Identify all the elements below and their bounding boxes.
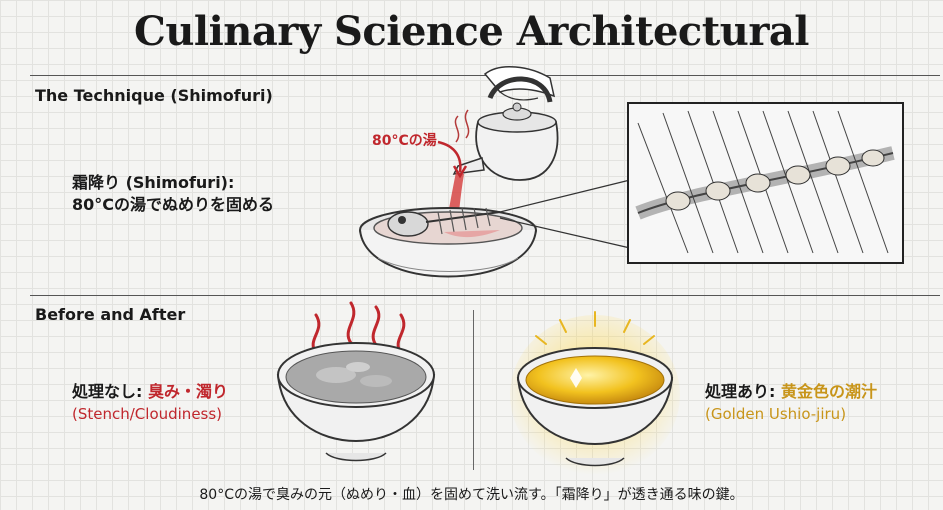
cloudy-bowl-illustration [276, 301, 436, 462]
after-sub: (Golden Ushio-jiru) [705, 405, 847, 423]
page-title: Culinary Science Architectural [133, 8, 810, 55]
after-highlight: 黄金色の潮汁 [780, 382, 877, 401]
before-caption: 処理なし: 臭み・濁り (Stench/Cloudiness) [72, 381, 228, 425]
middle-divider [30, 295, 940, 296]
top-divider [30, 75, 940, 76]
kettle-pour-illustration [359, 66, 631, 278]
vertical-divider [473, 310, 474, 470]
after-prefix: 処理あり: [705, 382, 776, 401]
technique-heading: The Technique (Shimofuri) [35, 86, 273, 105]
after-caption: 処理あり: 黄金色の潮汁 (Golden Ushio-jiru) [705, 381, 877, 425]
water-temp-label: 80°Cの湯 [372, 133, 437, 149]
comparison-heading: Before and After [35, 305, 186, 324]
technique-caption-line1: 霜降り (Shimofuri): [72, 173, 235, 192]
golden-bowl-illustration [510, 311, 680, 475]
before-prefix: 処理なし: [72, 382, 143, 401]
footer-caption: 80°Cの湯で臭みの元（ぬめり・血）を固めて洗い流す。「霜降り」が透き通る味の鍵… [199, 487, 744, 503]
technique-caption: 霜降り (Shimofuri): 80°Cの湯でぬめりを固める [72, 172, 274, 216]
before-highlight: 臭み・濁り [147, 382, 228, 401]
technique-caption-line2: 80°Cの湯でぬめりを固める [72, 195, 275, 214]
before-sub: (Stench/Cloudiness) [72, 405, 223, 423]
fish-bone-closeup [627, 102, 904, 264]
